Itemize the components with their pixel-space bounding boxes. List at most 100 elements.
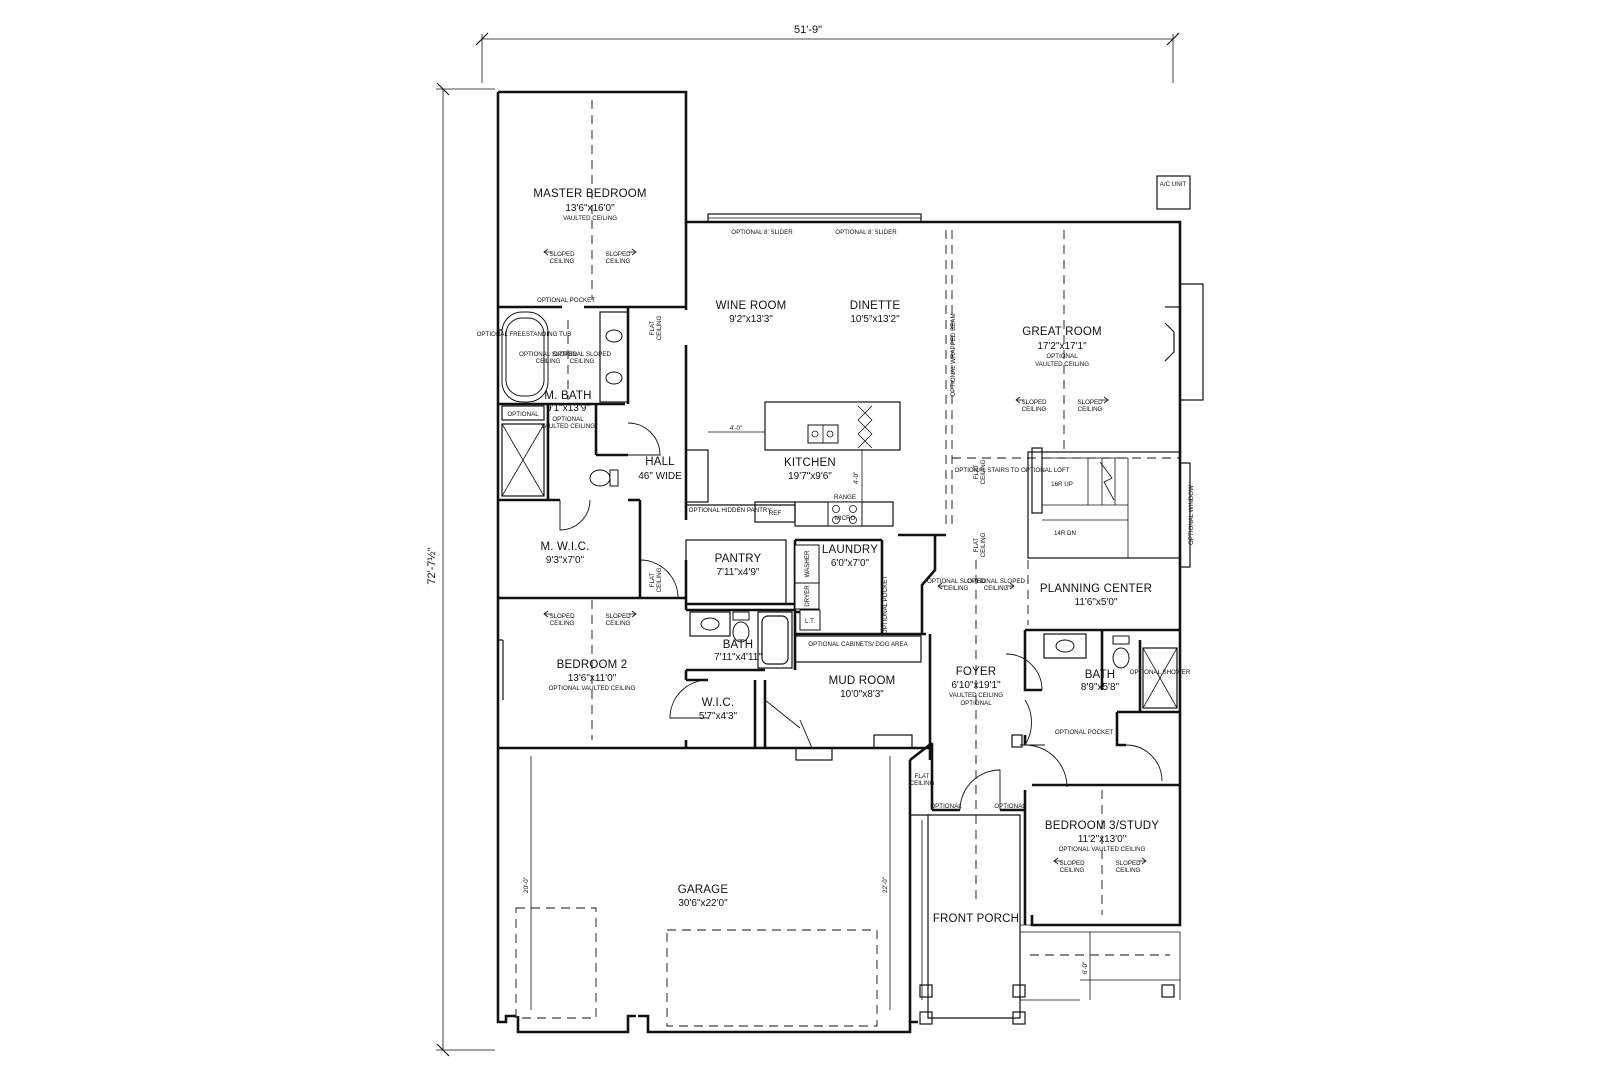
svg-text:CEILING: CEILING (536, 358, 561, 365)
svg-text:SLOPED: SLOPED (549, 613, 575, 620)
svg-text:WASHER: WASHER (804, 550, 811, 577)
svg-text:CEILING: CEILING (606, 258, 631, 265)
svg-text:MUD ROOM: MUD ROOM (829, 675, 896, 687)
room-m-bath: M. BATH 9'1"x13'9" OPTIONAL VAULTED CEIL… (541, 390, 595, 430)
svg-text:OPTIONAL: OPTIONAL (994, 803, 1026, 810)
svg-text:OPTIONAL SLOPED: OPTIONAL SLOPED (519, 351, 577, 358)
svg-text:CEILING: CEILING (656, 567, 663, 592)
svg-text:11'2"x13'0": 11'2"x13'0" (1078, 834, 1127, 845)
svg-text:11'6"x5'0": 11'6"x5'0" (1075, 597, 1118, 608)
doors (559, 422, 1163, 811)
svg-text:OPTIONAL HIDDEN PANTRY: OPTIONAL HIDDEN PANTRY (689, 507, 772, 514)
svg-text:CEILING: CEILING (1060, 867, 1085, 874)
svg-text:CEILING: CEILING (944, 585, 969, 592)
svg-text:22'-0": 22'-0" (882, 877, 889, 893)
svg-text:OPTIONAL CABINETS/ DOG AREA: OPTIONAL CABINETS/ DOG AREA (808, 641, 908, 648)
kitchen-fixtures: REF RANGE MICRO 4'-0" 4'-0" (685, 401, 901, 605)
svg-text:MICRO: MICRO (835, 515, 856, 522)
svg-text:FLAT: FLAT (973, 464, 980, 479)
svg-text:HALL: HALL (645, 456, 675, 468)
svg-text:30'6"x22'0": 30'6"x22'0" (678, 898, 728, 909)
svg-text:W.I.C.: W.I.C. (702, 697, 735, 709)
room-bath-1: BATH 7'11"x4'11" (714, 639, 762, 663)
svg-text:13'6"x11'0": 13'6"x11'0" (568, 673, 617, 684)
room-front-porch: FRONT PORCH (933, 913, 1019, 925)
svg-text:CEILING: CEILING (980, 459, 987, 484)
svg-text:OPTIONAL POCKET: OPTIONAL POCKET (882, 576, 889, 634)
svg-text:9'2"x13'3": 9'2"x13'3" (729, 314, 773, 325)
room-bedroom-3-study: BEDROOM 3/STUDY 11'2"x13'0" OPTIONAL VAU… (1045, 820, 1159, 853)
svg-text:OPTIONAL SHOWER: OPTIONAL SHOWER (1130, 669, 1191, 676)
svg-text:CEILING: CEILING (910, 780, 935, 787)
svg-text:OPTIONAL WINDOW: OPTIONAL WINDOW (1188, 485, 1195, 545)
svg-text:6'10"x19'1": 6'10"x19'1" (951, 680, 1001, 691)
svg-text:CEILING: CEILING (1022, 406, 1047, 413)
room-bedroom-2: BEDROOM 2 13'6"x11'0" OPTIONAL VAULTED C… (549, 659, 636, 692)
svg-text:M. W.I.C.: M. W.I.C. (540, 541, 589, 553)
svg-text:BEDROOM 2: BEDROOM 2 (557, 659, 628, 671)
svg-text:20'-0": 20'-0" (523, 877, 530, 893)
svg-text:OPTIONAL 8' SLIDER: OPTIONAL 8' SLIDER (731, 229, 793, 236)
svg-text:BEDROOM 3/STUDY: BEDROOM 3/STUDY (1045, 820, 1159, 832)
svg-text:10'5"x13'2": 10'5"x13'2" (850, 314, 900, 325)
room-garage: GARAGE 30'6"x22'0" (678, 884, 729, 909)
svg-text:OPTIONAL VAULTED CEILING: OPTIONAL VAULTED CEILING (549, 685, 636, 692)
svg-text:BATH: BATH (723, 639, 754, 651)
svg-text:CEILING: CEILING (980, 532, 987, 557)
svg-text:7'11"x4'9": 7'11"x4'9" (717, 567, 760, 578)
svg-text:OPTIONAL SLOPED: OPTIONAL SLOPED (553, 351, 611, 358)
svg-text:6'0"x7'0": 6'0"x7'0" (831, 558, 870, 569)
svg-text:OPTIONAL SLOPED: OPTIONAL SLOPED (967, 578, 1025, 585)
svg-text:PLANNING CENTER: PLANNING CENTER (1040, 583, 1152, 595)
svg-text:CEILING: CEILING (1116, 867, 1141, 874)
svg-text:REF: REF (769, 510, 782, 517)
svg-text:13'6"x16'0": 13'6"x16'0" (565, 203, 615, 214)
svg-text:CEILING: CEILING (1078, 406, 1103, 413)
svg-text:7'11"x4'11": 7'11"x4'11" (714, 652, 762, 663)
svg-text:OPTIONAL FREESTANDING TUB: OPTIONAL FREESTANDING TUB (477, 331, 572, 338)
svg-text:4'-0": 4'-0" (730, 425, 742, 432)
svg-text:8'9"x5'8": 8'9"x5'8" (1081, 682, 1120, 693)
svg-text:SLOPED: SLOPED (605, 251, 631, 258)
svg-text:SLOPED: SLOPED (1115, 860, 1141, 867)
svg-text:17'2"x17'1": 17'2"x17'1" (1037, 341, 1087, 352)
svg-text:OPTIONAL: OPTIONAL (552, 416, 584, 423)
svg-text:A/C UNIT: A/C UNIT (1160, 181, 1187, 188)
slope-lines (567, 100, 1103, 915)
room-wic: W.I.C. 5'7"x4'3" (699, 697, 738, 722)
svg-text:CEILING: CEILING (606, 620, 631, 627)
svg-text:GARAGE: GARAGE (678, 884, 729, 896)
svg-text:GREAT ROOM: GREAT ROOM (1022, 326, 1102, 338)
svg-text:FLAT: FLAT (915, 773, 930, 780)
svg-text:PANTRY: PANTRY (715, 553, 762, 565)
svg-text:OPTIONAL POCKET: OPTIONAL POCKET (1055, 729, 1113, 736)
dimension-overall-width: 51'-9" (475, 24, 1180, 83)
room-hall: HALL 46" WIDE (638, 456, 682, 482)
svg-text:OPTIONAL VAULTED CEILING: OPTIONAL VAULTED CEILING (1059, 846, 1146, 853)
svg-text:M. BATH: M. BATH (544, 390, 591, 402)
room-foyer: FOYER 6'10"x19'1" VAULTED CEILING OPTION… (949, 666, 1003, 707)
svg-text:FRONT PORCH: FRONT PORCH (933, 913, 1019, 925)
svg-text:SLOPED: SLOPED (1077, 399, 1103, 406)
svg-text:KITCHEN: KITCHEN (784, 457, 836, 469)
svg-text:5'7"x4'3": 5'7"x4'3" (699, 711, 738, 722)
room-master-bedroom: MASTER BEDROOM 13'6"x16'0" VAULTED CEILI… (533, 188, 646, 222)
garage-doors: 20'-0" 22'-0" (515, 734, 913, 1027)
svg-text:OPTIONAL: OPTIONAL (930, 803, 962, 810)
svg-text:L.T.: L.T. (805, 618, 815, 625)
svg-text:CEILING: CEILING (984, 585, 1009, 592)
svg-text:OPTIONAL: OPTIONAL (1046, 353, 1078, 360)
room-m-wic: M. W.I.C. 9'3"x7'0" (540, 541, 589, 566)
svg-text:6'-0": 6'-0" (1082, 962, 1089, 974)
width-dimension-label: 51'-9" (794, 24, 822, 36)
ac-unit: A/C UNIT (1156, 175, 1191, 210)
room-bath-2: BATH 8'9"x5'8" (1081, 669, 1120, 693)
exterior-walls (496, 90, 1204, 1034)
svg-text:VAULTED CEILING: VAULTED CEILING (1035, 361, 1089, 368)
svg-text:16R UP: 16R UP (1051, 481, 1073, 488)
svg-text:OPTIONAL POCKET: OPTIONAL POCKET (537, 297, 595, 304)
room-pantry: PANTRY 7'11"x4'9" (715, 553, 762, 578)
room-mud-room: MUD ROOM 10'0"x8'3" (829, 675, 896, 700)
svg-text:RANGE: RANGE (834, 494, 856, 501)
svg-text:9'3"x7'0": 9'3"x7'0" (546, 555, 585, 566)
